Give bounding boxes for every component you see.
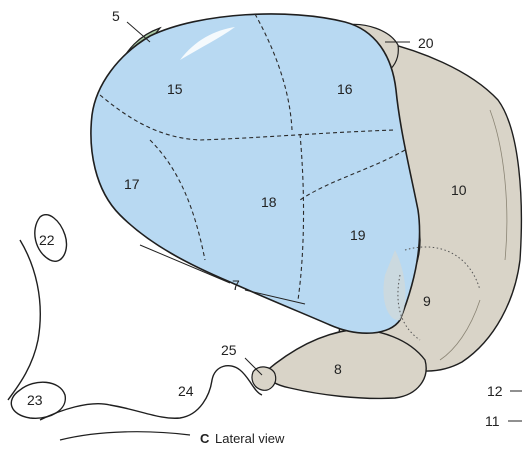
label-8: 8 (334, 361, 342, 377)
label-9: 9 (423, 293, 431, 309)
label-15: 15 (167, 81, 183, 97)
caption-text: Lateral view (215, 431, 285, 446)
label-20: 20 (418, 35, 434, 51)
label-5: 5 (112, 8, 120, 24)
label-16: 16 (337, 81, 353, 97)
hemisphere-blue (91, 14, 420, 333)
label-17: 17 (124, 176, 140, 192)
label-23: 23 (27, 392, 43, 408)
label-19: 19 (350, 227, 366, 243)
label-10: 10 (451, 182, 467, 198)
label-24: 24 (178, 383, 194, 399)
label-12: 12 (487, 383, 503, 399)
label-25: 25 (221, 342, 237, 358)
label-22: 22 (39, 232, 55, 248)
label-11: 11 (485, 413, 500, 429)
label-18: 18 (261, 194, 277, 210)
label-7: 7 (232, 277, 240, 293)
caption-letter: C (200, 431, 210, 446)
